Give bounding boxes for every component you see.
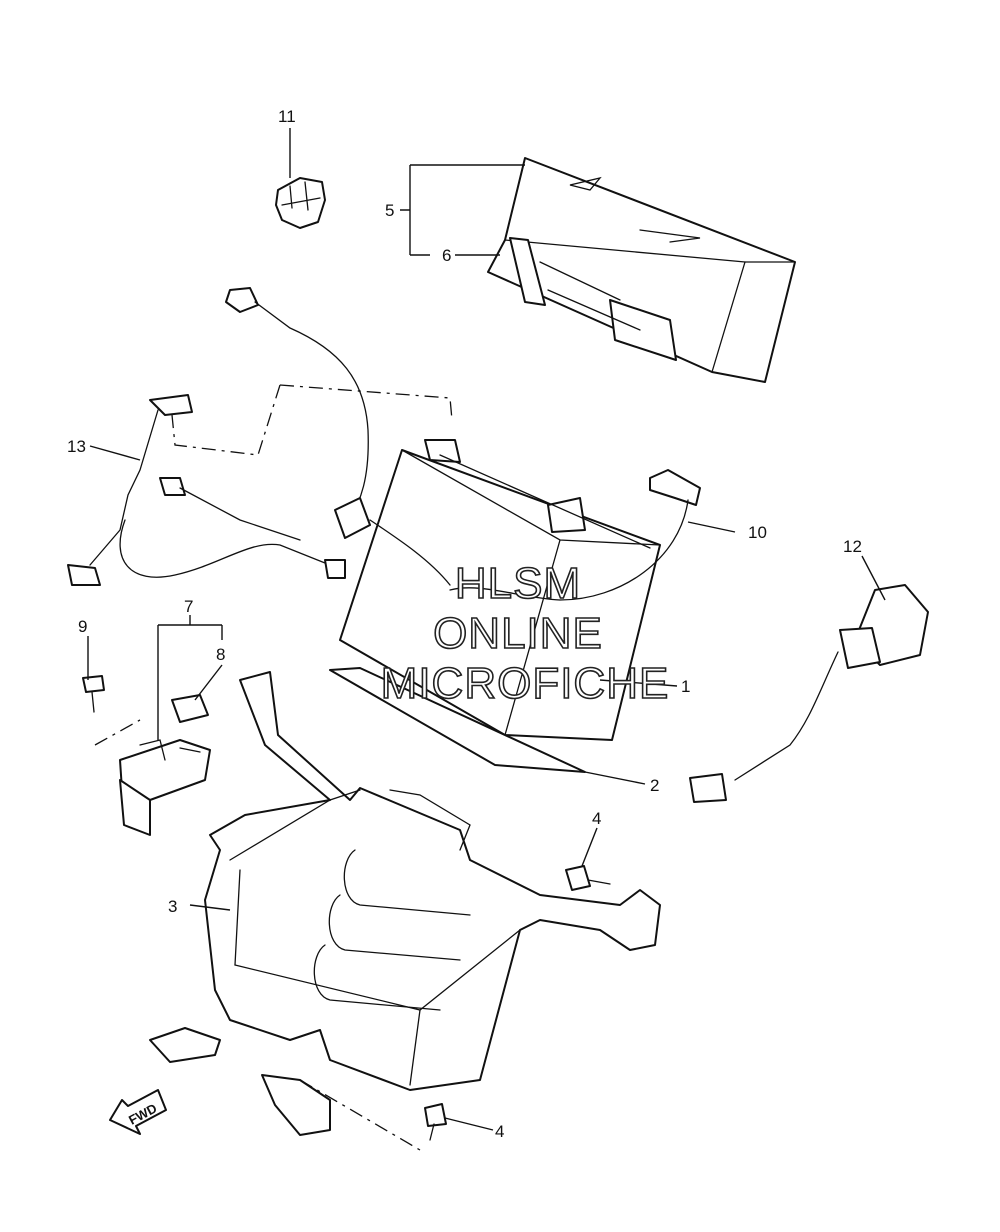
forward-direction-arrow-icon: FWD: [109, 1089, 167, 1135]
watermark-line-2: ONLINE: [433, 609, 603, 658]
clip-part-11: [275, 177, 326, 229]
callout-2: 2: [650, 776, 659, 795]
fuse-part-8: [171, 694, 209, 723]
socket-part-12: [689, 584, 929, 803]
battery-cover-part-5: [487, 157, 796, 383]
callout-12: 12: [843, 537, 862, 556]
relay-part-7: [119, 739, 211, 836]
cable-part-10: [449, 469, 701, 601]
callout-9: 9: [78, 617, 87, 636]
battery-cable: [225, 287, 451, 586]
callout-11: 11: [278, 107, 296, 126]
bolt-part-4-upper: [565, 865, 611, 891]
callout-7: 7: [184, 597, 193, 616]
bolt-part-4-lower: [424, 1103, 447, 1141]
callout-1: 1: [681, 677, 690, 696]
watermark: HLSM ONLINE MICROFICHE: [380, 558, 670, 709]
callout-13: 13: [67, 437, 86, 456]
bolt-part-9: [82, 675, 105, 713]
callout-10: 10: [748, 523, 767, 542]
wire-harness-part-13: [67, 394, 346, 586]
callout-4-lower: 4: [495, 1122, 504, 1141]
watermark-line-1: HLSM: [455, 559, 581, 608]
callout-4-upper: 4: [592, 809, 601, 828]
callout-5: 5: [385, 201, 394, 220]
callout-6: 6: [442, 246, 451, 265]
callout-3: 3: [168, 897, 177, 916]
battery-box-part-3: [149, 671, 661, 1136]
callout-8: 8: [216, 645, 225, 664]
battery-part-1: [339, 439, 661, 741]
watermark-line-3: MICROFICHE: [381, 659, 670, 708]
